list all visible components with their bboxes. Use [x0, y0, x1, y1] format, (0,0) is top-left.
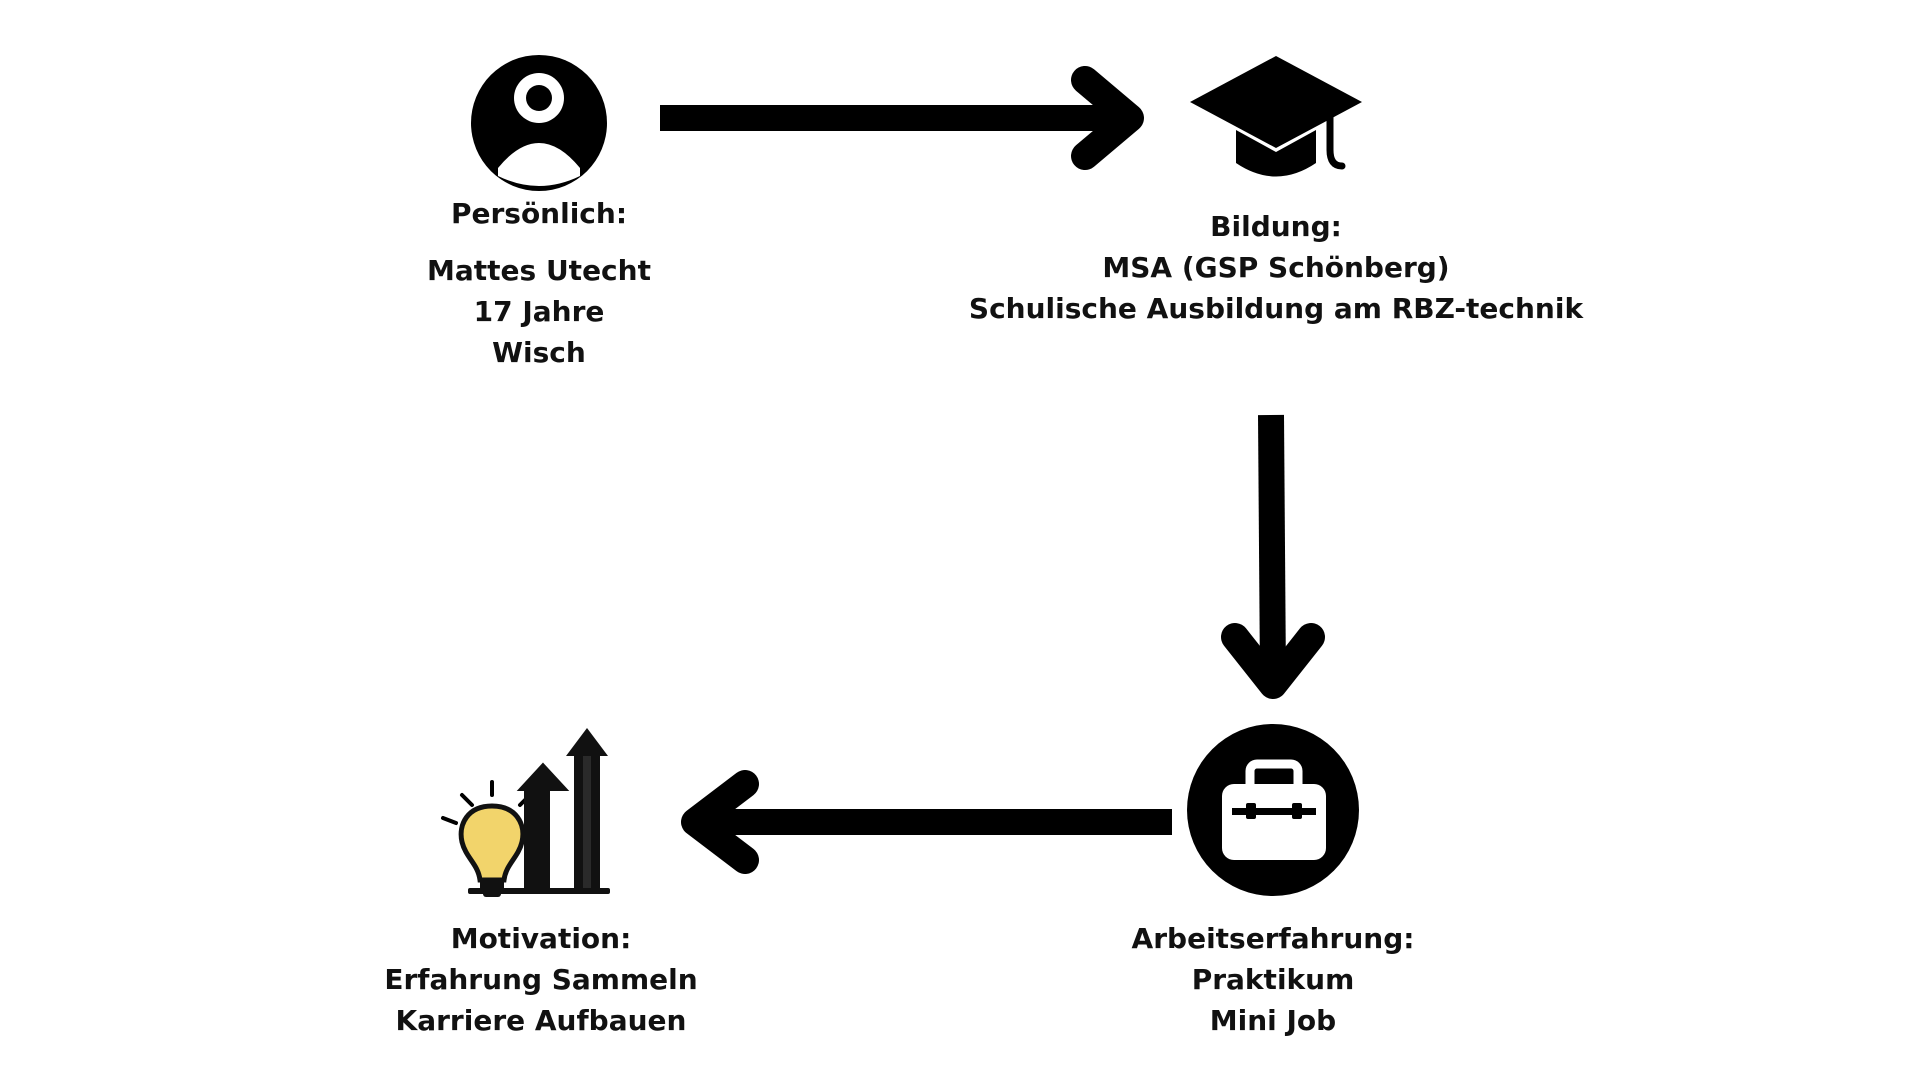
education-line-2: Schulische Ausbildung am RBZ-technik	[968, 292, 1584, 325]
motivation-node: Motivation: Erfahrung Sammeln Karriere A…	[384, 918, 697, 1041]
lightbulb-growth-icon	[441, 728, 610, 897]
briefcase-circle-icon	[1187, 724, 1359, 896]
personal-title: Persönlich:	[450, 197, 628, 230]
graduation-cap-icon	[1190, 56, 1362, 177]
personal-location: Wisch	[492, 336, 586, 369]
motivation-title: Motivation:	[450, 922, 632, 955]
user-circle-icon	[471, 55, 607, 191]
motivation-line-1: Erfahrung Sammeln	[384, 963, 698, 996]
motivation-line-2: Karriere Aufbauen	[395, 1004, 687, 1037]
work-node: Arbeitserfahrung: Praktikum Mini Job	[1132, 918, 1415, 1041]
education-line-1: MSA (GSP Schönberg)	[1102, 251, 1450, 284]
personal-age: 17 Jahre	[473, 295, 605, 328]
arrow-work-to-motivation	[681, 770, 1172, 874]
work-line-2: Mini Job	[1209, 1004, 1337, 1037]
personal-node: Persönlich: Mattes Utecht 17 Jahre Wisch	[427, 193, 651, 373]
education-node: Bildung: MSA (GSP Schönberg) Schulische …	[969, 206, 1583, 329]
work-title: Arbeitserfahrung:	[1131, 922, 1415, 955]
work-line-1: Praktikum	[1191, 963, 1355, 996]
arrow-education-to-work	[1221, 414, 1325, 699]
arrow-personal-to-education	[660, 66, 1144, 170]
education-title: Bildung:	[1210, 210, 1342, 243]
personal-name: Mattes Utecht	[427, 254, 651, 287]
